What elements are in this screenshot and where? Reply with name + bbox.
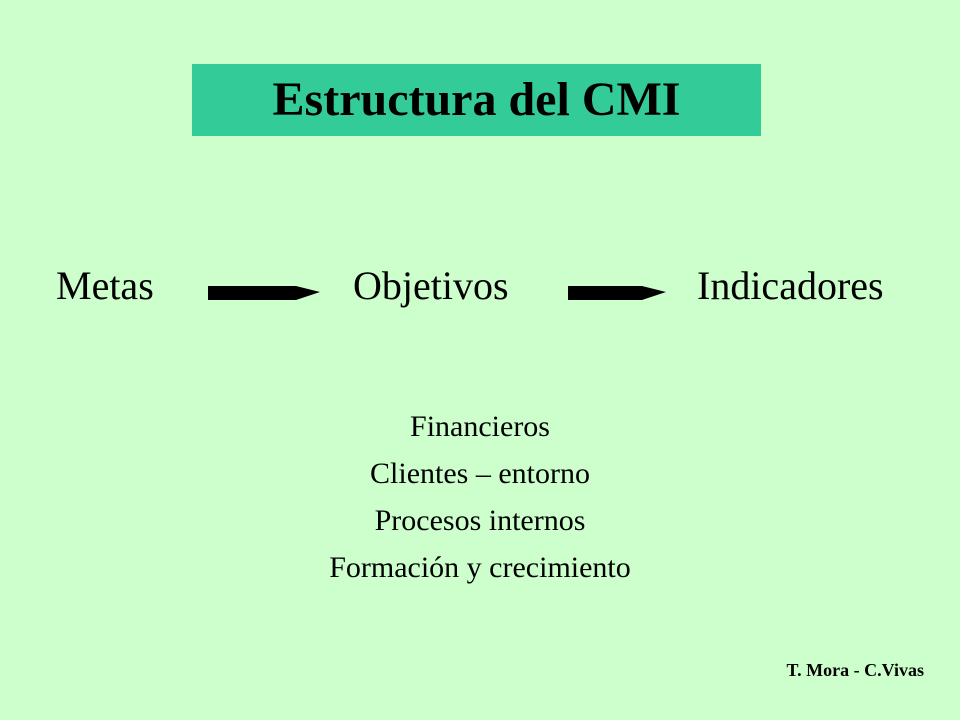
perspective-item: Procesos internos bbox=[374, 504, 586, 537]
right-arrow-icon bbox=[208, 286, 320, 300]
perspective-item: Financieros bbox=[410, 410, 550, 443]
perspective-item: Formación y crecimiento bbox=[329, 551, 631, 584]
title-box: Estructura del CMI bbox=[192, 64, 761, 136]
flow-step-objetivos: Objetivos bbox=[353, 263, 509, 308]
right-arrow-icon bbox=[568, 286, 666, 300]
flow-step-metas: Metas bbox=[56, 263, 154, 308]
author-credit: T. Mora - C.Vivas bbox=[786, 660, 924, 680]
perspectives-list: Financieros Clientes – entorno Procesos … bbox=[0, 403, 960, 591]
perspective-item: Clientes – entorno bbox=[370, 457, 590, 490]
flow-step-indicadores: Indicadores bbox=[697, 263, 884, 308]
slide-title: Estructura del CMI bbox=[272, 73, 681, 126]
